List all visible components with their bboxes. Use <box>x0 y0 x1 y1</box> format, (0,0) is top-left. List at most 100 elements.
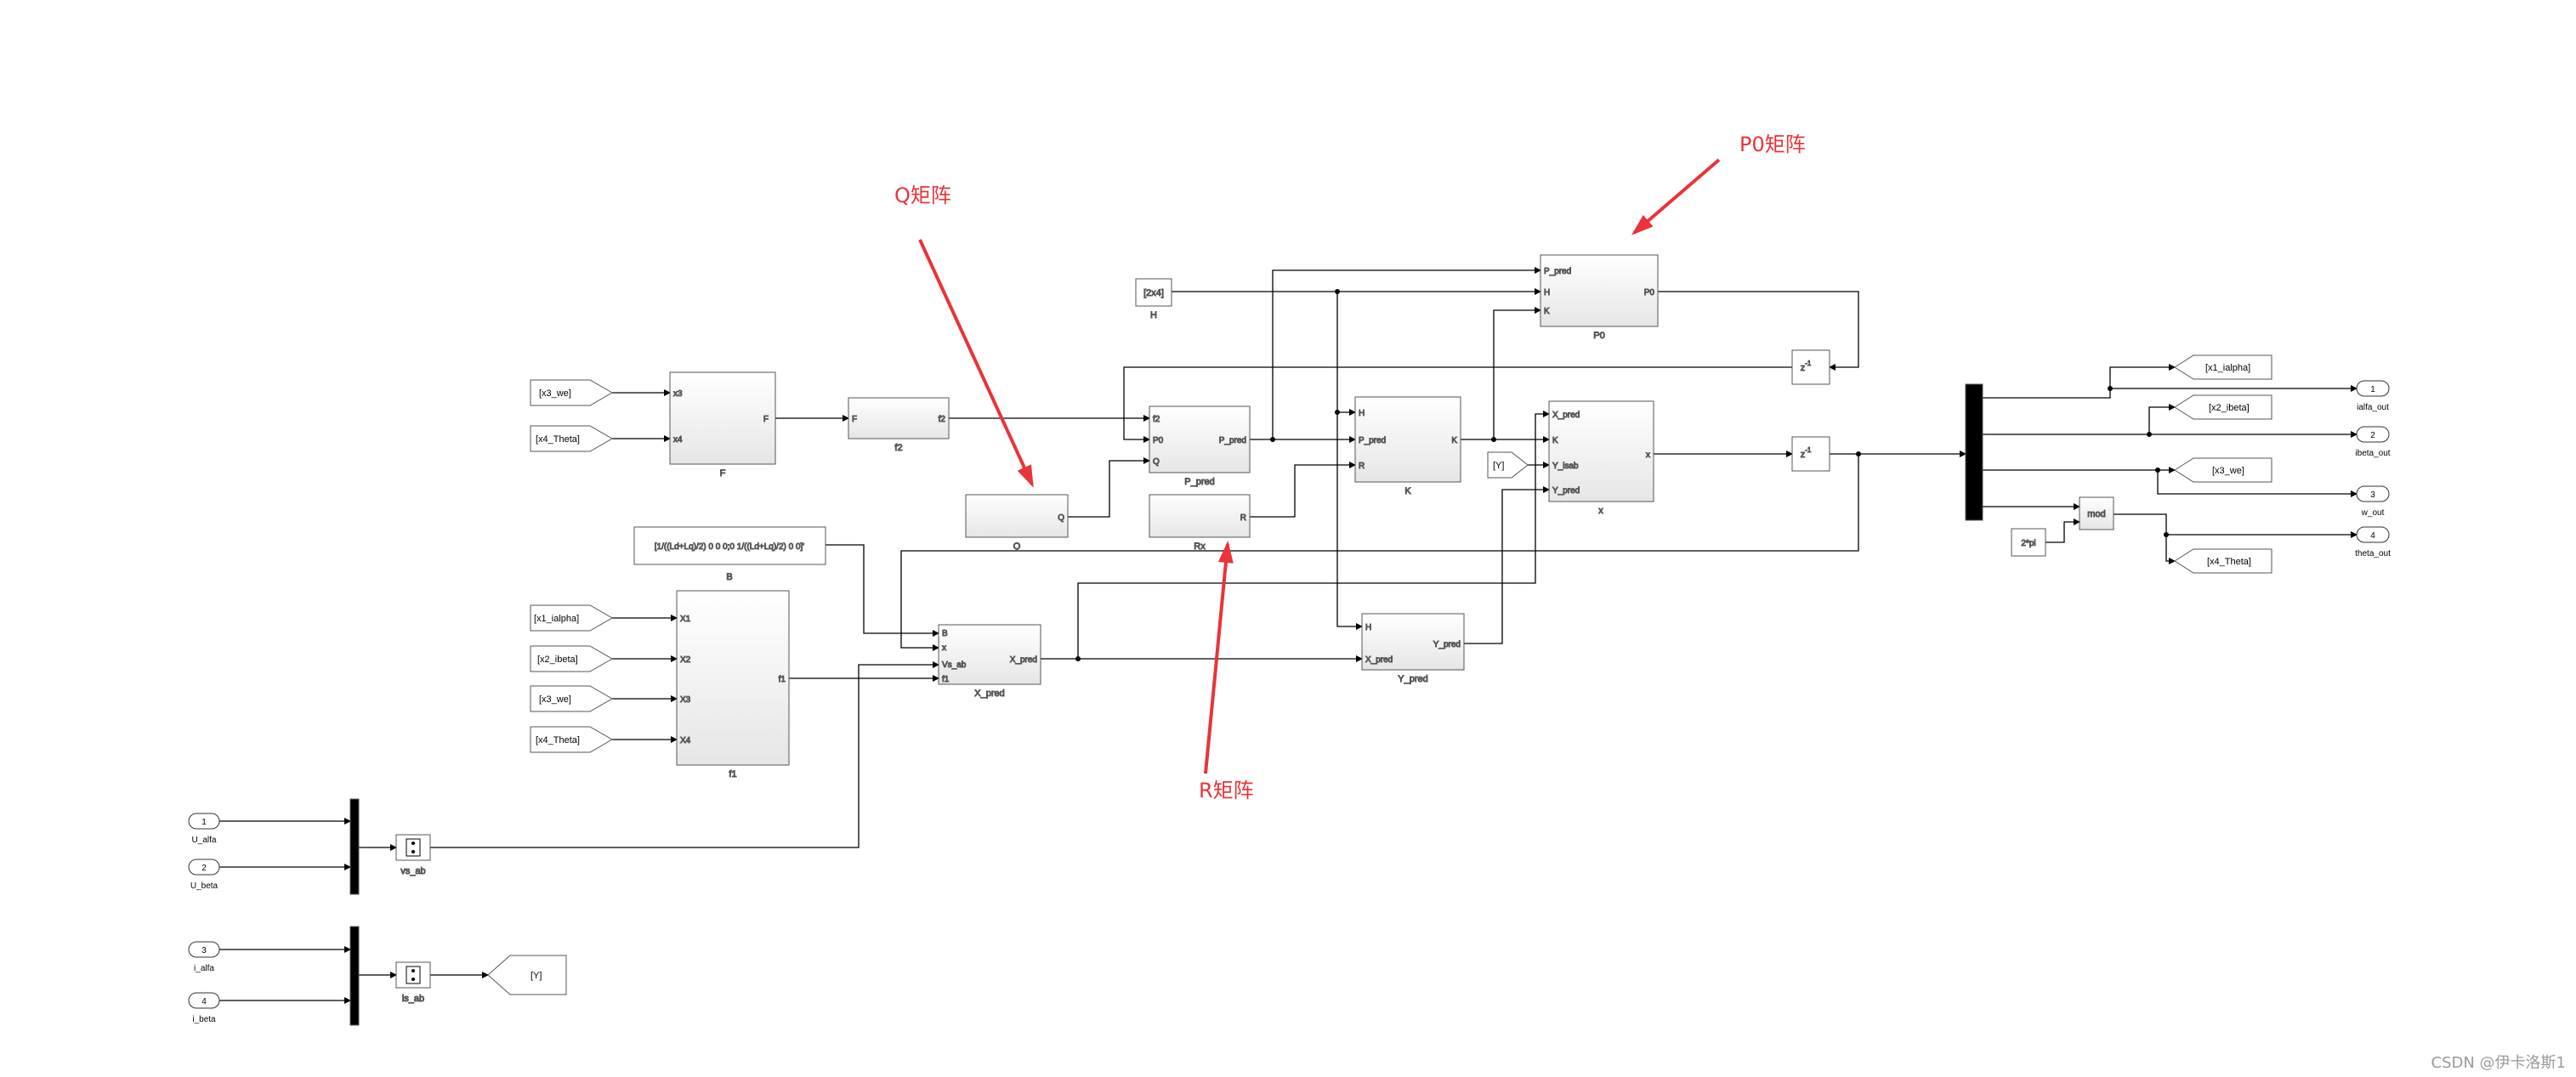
constant-2pi[interactable]: 2*pi <box>2011 528 2046 557</box>
svg-text:P0: P0 <box>1593 331 1604 341</box>
inport-1[interactable]: 1 U_alfa <box>188 813 220 845</box>
svg-text:F: F <box>852 415 857 424</box>
block-Y_pred[interactable]: H X_pred Y_pred Y_pred <box>1361 613 1465 685</box>
svg-text:z-1: z-1 <box>1801 446 1812 460</box>
goto-tag-x4[interactable]: [x4_Theta] <box>2174 548 2272 574</box>
annotation-q-matrix: Q矩阵 <box>894 184 951 207</box>
from-tag-x1-f1[interactable]: [x1_ialpha] <box>530 604 614 632</box>
inport-3[interactable]: 3 i_alfa <box>188 941 220 973</box>
inport-2[interactable]: 2 U_beta <box>188 859 220 891</box>
svg-text:f2: f2 <box>1153 415 1160 424</box>
svg-text:K: K <box>1544 307 1550 316</box>
mux-vs[interactable] <box>349 798 360 895</box>
block-Rx[interactable]: R Rx <box>1149 494 1251 553</box>
svg-text:[x3_we]: [x3_we] <box>2212 466 2244 476</box>
svg-text:P0: P0 <box>1153 436 1164 445</box>
svg-text:2*pi: 2*pi <box>2021 539 2035 548</box>
svg-text:K: K <box>1552 436 1558 445</box>
unit-delay-x[interactable]: z-1 <box>1791 436 1830 472</box>
svg-text:K: K <box>1404 486 1411 496</box>
goto-tag-Y[interactable]: [Y] <box>487 955 567 995</box>
svg-text:Q: Q <box>1058 513 1064 523</box>
svg-text:R: R <box>1240 513 1246 523</box>
svg-text:[x3_we]: [x3_we] <box>539 694 571 705</box>
from-tag-x3-f1[interactable]: [x3_we] <box>530 685 614 712</box>
svg-text:mod: mod <box>2087 509 2105 519</box>
annotation-p0-matrix: P0矩阵 <box>1739 133 1806 156</box>
svg-text:f1: f1 <box>942 675 950 684</box>
constant-H[interactable]: [2x4] H <box>1135 278 1172 321</box>
block-vs_ab[interactable]: vs_ab <box>395 834 431 877</box>
svg-text:[x3_we]: [x3_we] <box>539 388 571 399</box>
svg-text:x: x <box>942 643 946 653</box>
svg-text:B: B <box>726 572 732 582</box>
tag-blocks: [x3_we] [x4_Theta] [x1_ialpha] [x2_ibeta… <box>487 354 2272 995</box>
block-f1[interactable]: X1 X2 X3 X4 f1 f1 <box>676 590 790 780</box>
svg-text:3: 3 <box>201 946 207 955</box>
block-P_pred[interactable]: f2 P0 Q P_pred P_pred <box>1149 405 1251 488</box>
block-x[interactable]: X_pred K Y_isab Y_pred x x <box>1548 400 1654 517</box>
svg-text:z-1: z-1 <box>1801 360 1812 373</box>
block-K[interactable]: H P_pred R K K <box>1354 396 1461 497</box>
svg-text:X_pred: X_pred <box>974 689 1004 699</box>
annotation-p0-arrow <box>1631 158 1721 235</box>
svg-text:ialfa_out: ialfa_out <box>2357 403 2389 412</box>
block-Q[interactable]: Q Q <box>965 494 1069 553</box>
from-tag-x4-f1[interactable]: [x4_Theta] <box>530 726 614 753</box>
demux-x[interactable] <box>1965 383 1983 521</box>
block-mod[interactable]: mod <box>2079 496 2114 530</box>
svg-text:H: H <box>1365 623 1371 632</box>
goto-tag-x2[interactable]: [x2_ibeta] <box>2174 394 2272 420</box>
svg-text:B: B <box>942 629 948 638</box>
block-X_pred[interactable]: B x Vs_ab f1 X_pred X_pred <box>938 624 1041 700</box>
watermark: CSDN @伊卡洛斯1 <box>2431 1054 2567 1072</box>
svg-text:[x1_ialpha]: [x1_ialpha] <box>2205 363 2250 373</box>
svg-text:x4: x4 <box>673 435 683 445</box>
svg-text:x3: x3 <box>673 389 683 399</box>
block-F[interactable]: x3 x4 F F <box>669 371 776 479</box>
unit-delay-p0[interactable]: z-1 <box>1791 349 1830 385</box>
svg-text:X3: X3 <box>680 695 691 705</box>
from-tag-Y[interactable]: [Y] <box>1487 451 1529 479</box>
svg-text:ibeta_out: ibeta_out <box>2355 449 2390 458</box>
svg-text:vs_ab: vs_ab <box>400 866 425 876</box>
svg-text:Y_isab: Y_isab <box>1552 462 1579 471</box>
signal-wires <box>219 267 2358 1004</box>
outport-4[interactable]: 4 theta_out <box>2355 526 2391 558</box>
svg-text:U_beta: U_beta <box>190 881 218 891</box>
svg-text:[x2_ibeta]: [x2_ibeta] <box>2209 403 2250 413</box>
svg-text:w_out: w_out <box>2361 508 2385 518</box>
svg-text:4: 4 <box>2370 531 2375 541</box>
svg-text:Y_pred: Y_pred <box>1398 674 1427 684</box>
goto-tag-x1[interactable]: [x1_ialpha] <box>2174 354 2272 380</box>
annotation-r-matrix: R矩阵 <box>1199 779 1254 802</box>
outport-3[interactable]: 3 w_out <box>2356 485 2390 518</box>
svg-text:x: x <box>1646 451 1650 460</box>
svg-text:3: 3 <box>2370 490 2375 500</box>
annotation-r-arrow <box>1204 541 1234 774</box>
from-tag-x4-F[interactable]: [x4_Theta] <box>530 425 614 452</box>
constant-B[interactable]: [1/((Ld+Lq)/2) 0 0 0;0 1/((Ld+Lq)/2) 0 0… <box>633 526 826 583</box>
outport-1[interactable]: 1 ialfa_out <box>2356 380 2390 412</box>
svg-text:2: 2 <box>2370 431 2375 440</box>
goto-tag-x3[interactable]: [x3_we] <box>2174 457 2272 483</box>
outport-2[interactable]: 2 ibeta_out <box>2355 426 2391 458</box>
svg-text:P_pred: P_pred <box>1544 267 1571 276</box>
block-P0[interactable]: P_pred H K P0 P0 <box>1540 254 1659 342</box>
from-tag-x2-f1[interactable]: [x2_ibeta] <box>530 645 614 672</box>
svg-text:f1: f1 <box>779 675 786 684</box>
block-is_ab[interactable]: is_ab <box>395 961 431 1005</box>
svg-text:X2: X2 <box>680 655 691 665</box>
mux-is[interactable] <box>349 926 360 1026</box>
svg-text:Q: Q <box>1153 457 1160 467</box>
svg-text:[Y]: [Y] <box>1493 461 1504 471</box>
svg-text:[x4_Theta]: [x4_Theta] <box>536 735 580 745</box>
svg-text:1: 1 <box>201 818 207 827</box>
svg-text:X_pred: X_pred <box>1552 411 1580 420</box>
block-f2[interactable]: F f2 f2 <box>848 397 950 454</box>
svg-text:[x1_ialpha]: [x1_ialpha] <box>534 614 579 624</box>
annotation-q-arrow <box>918 239 1034 488</box>
from-tag-x3-F[interactable]: [x3_we] <box>530 379 614 406</box>
inport-4[interactable]: 4 i_beta <box>188 992 220 1024</box>
svg-text:X_pred: X_pred <box>1010 655 1037 665</box>
